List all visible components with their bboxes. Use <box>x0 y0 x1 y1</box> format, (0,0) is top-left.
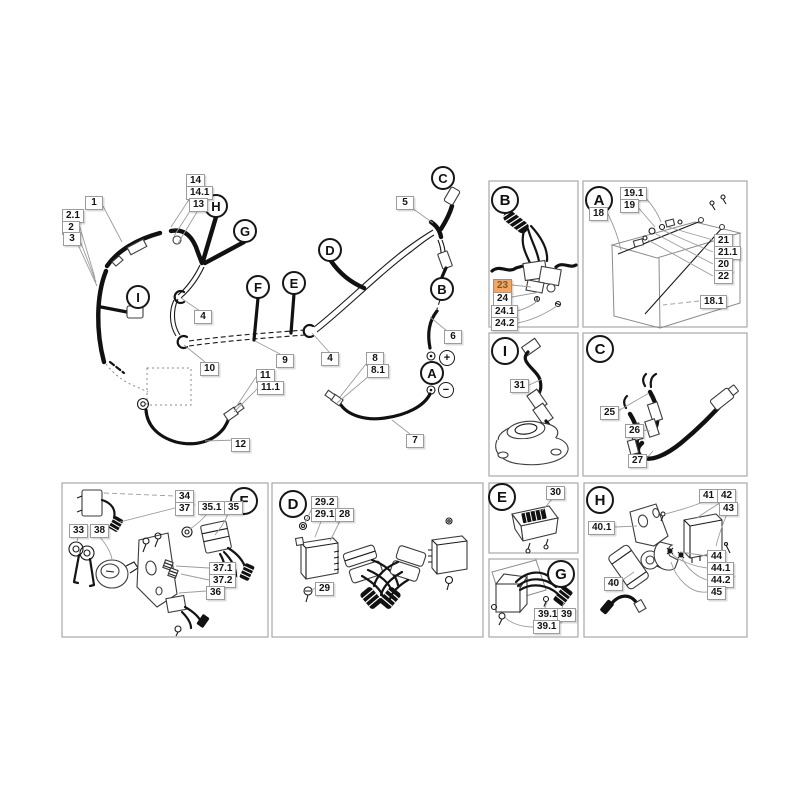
part-label-30[interactable]: 30 <box>546 486 566 500</box>
panel-b-letter: B <box>491 186 519 214</box>
panel-i-letter: I <box>491 337 519 365</box>
part-label-11-1[interactable]: 11.1 <box>257 381 284 395</box>
battery-plus-symbol: + <box>439 350 455 366</box>
part-label-40[interactable]: 40 <box>604 577 624 591</box>
part-label-3[interactable]: 3 <box>63 232 81 246</box>
battery-minus-symbol: − <box>438 382 454 398</box>
part-label-31[interactable]: 31 <box>510 379 530 393</box>
panel-a-drawing <box>607 192 742 329</box>
part-label-19[interactable]: 19 <box>620 199 640 213</box>
panel-i-drawing <box>495 337 569 466</box>
part-label-13[interactable]: 13 <box>189 198 209 212</box>
connector-ref-c: C <box>431 166 455 190</box>
part-label-25[interactable]: 25 <box>600 406 620 420</box>
part-label-24-2[interactable]: 24.2 <box>491 317 519 331</box>
connector-ref-i: I <box>126 285 150 309</box>
part-label-8-1[interactable]: 8.1 <box>367 364 389 378</box>
connector-ref-e: E <box>282 271 306 295</box>
part-label-28[interactable]: 28 <box>335 508 355 522</box>
panel-c-letter: C <box>586 335 614 363</box>
connector-ref-d: D <box>318 238 342 262</box>
part-label-5[interactable]: 5 <box>396 196 414 210</box>
panel-b-drawing <box>490 210 578 324</box>
part-label-6[interactable]: 6 <box>444 330 462 344</box>
part-label-12[interactable]: 12 <box>231 438 251 452</box>
part-label-2[interactable]: 2 <box>62 221 80 235</box>
panel-e-drawing <box>511 497 559 554</box>
main-harness-drawing <box>73 185 461 446</box>
part-label-10[interactable]: 10 <box>200 362 220 376</box>
part-label-42[interactable]: 42 <box>717 489 737 503</box>
part-label-39-1b[interactable]: 39.1 <box>533 620 561 634</box>
part-label-23-highlighted[interactable]: 23 <box>493 279 513 293</box>
panel-f-drawing <box>68 489 255 637</box>
part-label-8[interactable]: 8 <box>366 352 384 366</box>
part-label-43[interactable]: 43 <box>719 502 739 516</box>
part-label-45[interactable]: 45 <box>707 586 727 600</box>
part-label-40-1[interactable]: 40.1 <box>588 521 616 535</box>
connector-ref-f: F <box>246 275 270 299</box>
part-label-37[interactable]: 37 <box>175 502 195 516</box>
panel-f-letter: F <box>230 487 258 515</box>
part-label-36[interactable]: 36 <box>206 586 226 600</box>
part-label-39[interactable]: 39 <box>557 608 577 622</box>
part-label-35[interactable]: 35 <box>224 501 244 515</box>
part-label-41[interactable]: 41 <box>699 489 719 503</box>
panel-g-letter: G <box>547 560 575 588</box>
panel-h-drawing <box>600 500 731 615</box>
part-label-4a[interactable]: 4 <box>194 310 212 324</box>
part-label-38[interactable]: 38 <box>90 524 110 538</box>
part-label-7[interactable]: 7 <box>406 434 424 448</box>
connector-ref-g: G <box>233 219 257 243</box>
connector-ref-b: B <box>430 277 454 301</box>
part-label-18[interactable]: 18 <box>589 207 609 221</box>
part-label-33[interactable]: 33 <box>69 524 89 538</box>
part-label-22[interactable]: 22 <box>714 270 734 284</box>
panel-e-letter: E <box>488 483 516 511</box>
part-label-35-1[interactable]: 35.1 <box>198 501 226 515</box>
part-label-27[interactable]: 27 <box>628 454 648 468</box>
part-label-26[interactable]: 26 <box>625 424 645 438</box>
part-label-18-1[interactable]: 18.1 <box>700 295 728 309</box>
part-label-29-2[interactable]: 29.2 <box>311 496 339 510</box>
part-label-4b[interactable]: 4 <box>321 352 339 366</box>
connector-ref-a: A <box>420 361 444 385</box>
part-label-1[interactable]: 1 <box>85 196 103 210</box>
panel-d-drawing <box>294 505 468 609</box>
part-label-29-1[interactable]: 29.1 <box>311 508 339 522</box>
panel-h-letter: H <box>586 486 614 514</box>
part-label-29[interactable]: 29 <box>315 582 335 596</box>
panel-d-letter: D <box>279 490 307 518</box>
part-label-24[interactable]: 24 <box>493 292 513 306</box>
part-label-9[interactable]: 9 <box>276 354 294 368</box>
